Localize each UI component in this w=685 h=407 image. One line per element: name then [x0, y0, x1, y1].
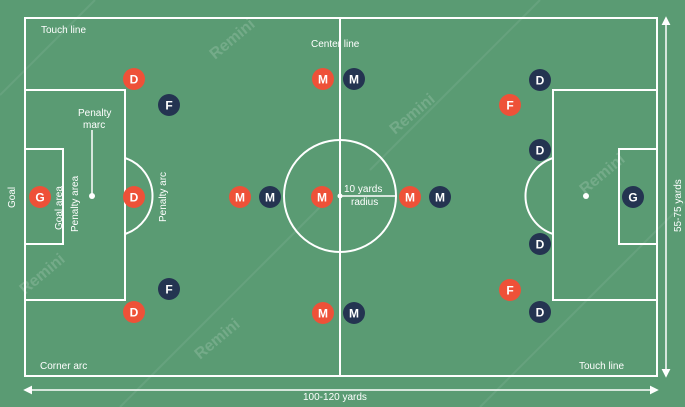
- player-letter: M: [349, 73, 359, 87]
- width-label: 55-75 yards: [673, 179, 684, 232]
- player-token: G: [29, 186, 51, 208]
- player-token-circle: [229, 186, 251, 208]
- player-token-circle: [499, 94, 521, 116]
- player-letter: M: [435, 191, 445, 205]
- player-token: D: [123, 301, 145, 323]
- player-letter: D: [536, 144, 545, 158]
- player-token-circle: [622, 186, 644, 208]
- player-letter: F: [165, 99, 172, 113]
- player-letter: M: [318, 307, 328, 321]
- penalty-area-label: Penalty area: [70, 175, 81, 232]
- player-token: M: [311, 186, 333, 208]
- radius-label: radius: [351, 197, 378, 208]
- player-token: F: [158, 278, 180, 300]
- right-penalty-spot: [583, 193, 589, 199]
- player-token-circle: [123, 301, 145, 323]
- player-token: M: [399, 186, 421, 208]
- player-letter: F: [506, 284, 513, 298]
- player-token-circle: [343, 68, 365, 90]
- player-token-circle: [529, 69, 551, 91]
- corner-arc-label: Corner arc: [40, 361, 87, 372]
- player-token: D: [123, 68, 145, 90]
- player-token: M: [312, 68, 334, 90]
- player-letter: G: [628, 191, 637, 205]
- player-token: D: [529, 233, 551, 255]
- player-token-circle: [499, 279, 521, 301]
- player-token-circle: [158, 278, 180, 300]
- goal-area-label: Goal area: [54, 186, 65, 230]
- player-token: M: [229, 186, 251, 208]
- left-penalty-spot: [89, 193, 95, 199]
- player-token: M: [312, 302, 334, 324]
- player-token: D: [123, 186, 145, 208]
- player-token-circle: [29, 186, 51, 208]
- player-letter: D: [130, 191, 139, 205]
- right-goal-area: [618, 148, 658, 245]
- player-letter: D: [536, 306, 545, 320]
- player-token-circle: [399, 186, 421, 208]
- player-token: F: [158, 94, 180, 116]
- player-token: F: [499, 94, 521, 116]
- player-token: D: [529, 69, 551, 91]
- player-token-circle: [529, 233, 551, 255]
- player-letter: D: [536, 238, 545, 252]
- player-letter: M: [318, 73, 328, 87]
- player-token: F: [499, 279, 521, 301]
- left-goal-area: [24, 148, 64, 245]
- player-letter: F: [506, 99, 513, 113]
- touch-line-top-label: Touch line: [41, 25, 86, 36]
- player-letter: M: [405, 191, 415, 205]
- player-token: G: [622, 186, 644, 208]
- player-token: M: [259, 186, 281, 208]
- player-token-circle: [158, 94, 180, 116]
- player-token-circle: [529, 139, 551, 161]
- player-token-circle: [123, 186, 145, 208]
- left-penalty-arc: [124, 157, 154, 235]
- player-token-circle: [311, 186, 333, 208]
- player-letter: F: [165, 283, 172, 297]
- player-letter: D: [130, 73, 139, 87]
- goal-label: Goal: [7, 187, 18, 208]
- player-token-circle: [529, 301, 551, 323]
- player-token-circle: [312, 68, 334, 90]
- spots: [89, 193, 589, 199]
- penalty-arc-label: Penalty arc: [158, 172, 169, 222]
- player-token: M: [429, 186, 451, 208]
- center-line-label: Center line: [311, 39, 360, 50]
- right-penalty-arc: [524, 157, 554, 235]
- player-token: M: [343, 302, 365, 324]
- players: D F G D F D M M M M M M M M M D F D G D F D: [29, 68, 644, 324]
- player-token: M: [343, 68, 365, 90]
- touch-line-bottom-label: Touch line: [579, 361, 624, 372]
- player-letter: M: [235, 191, 245, 205]
- player-letter: D: [130, 306, 139, 320]
- pitch-labels: Touch line Center line Penalty marc Goal…: [7, 25, 684, 403]
- player-token: D: [529, 139, 551, 161]
- center-spot: [337, 193, 343, 199]
- radius-label: 10 yards: [344, 184, 382, 195]
- player-token-circle: [259, 186, 281, 208]
- player-letter: G: [35, 191, 44, 205]
- player-letter: M: [317, 191, 327, 205]
- length-label: 100-120 yards: [303, 392, 367, 403]
- penalty-marc-label: Penalty: [78, 108, 111, 119]
- player-token-circle: [429, 186, 451, 208]
- player-letter: M: [349, 307, 359, 321]
- player-token-circle: [312, 302, 334, 324]
- player-token-circle: [343, 302, 365, 324]
- player-letter: D: [536, 74, 545, 88]
- penalty-marc-label: marc: [83, 120, 105, 131]
- player-token-circle: [123, 68, 145, 90]
- player-token: D: [529, 301, 551, 323]
- player-letter: M: [265, 191, 275, 205]
